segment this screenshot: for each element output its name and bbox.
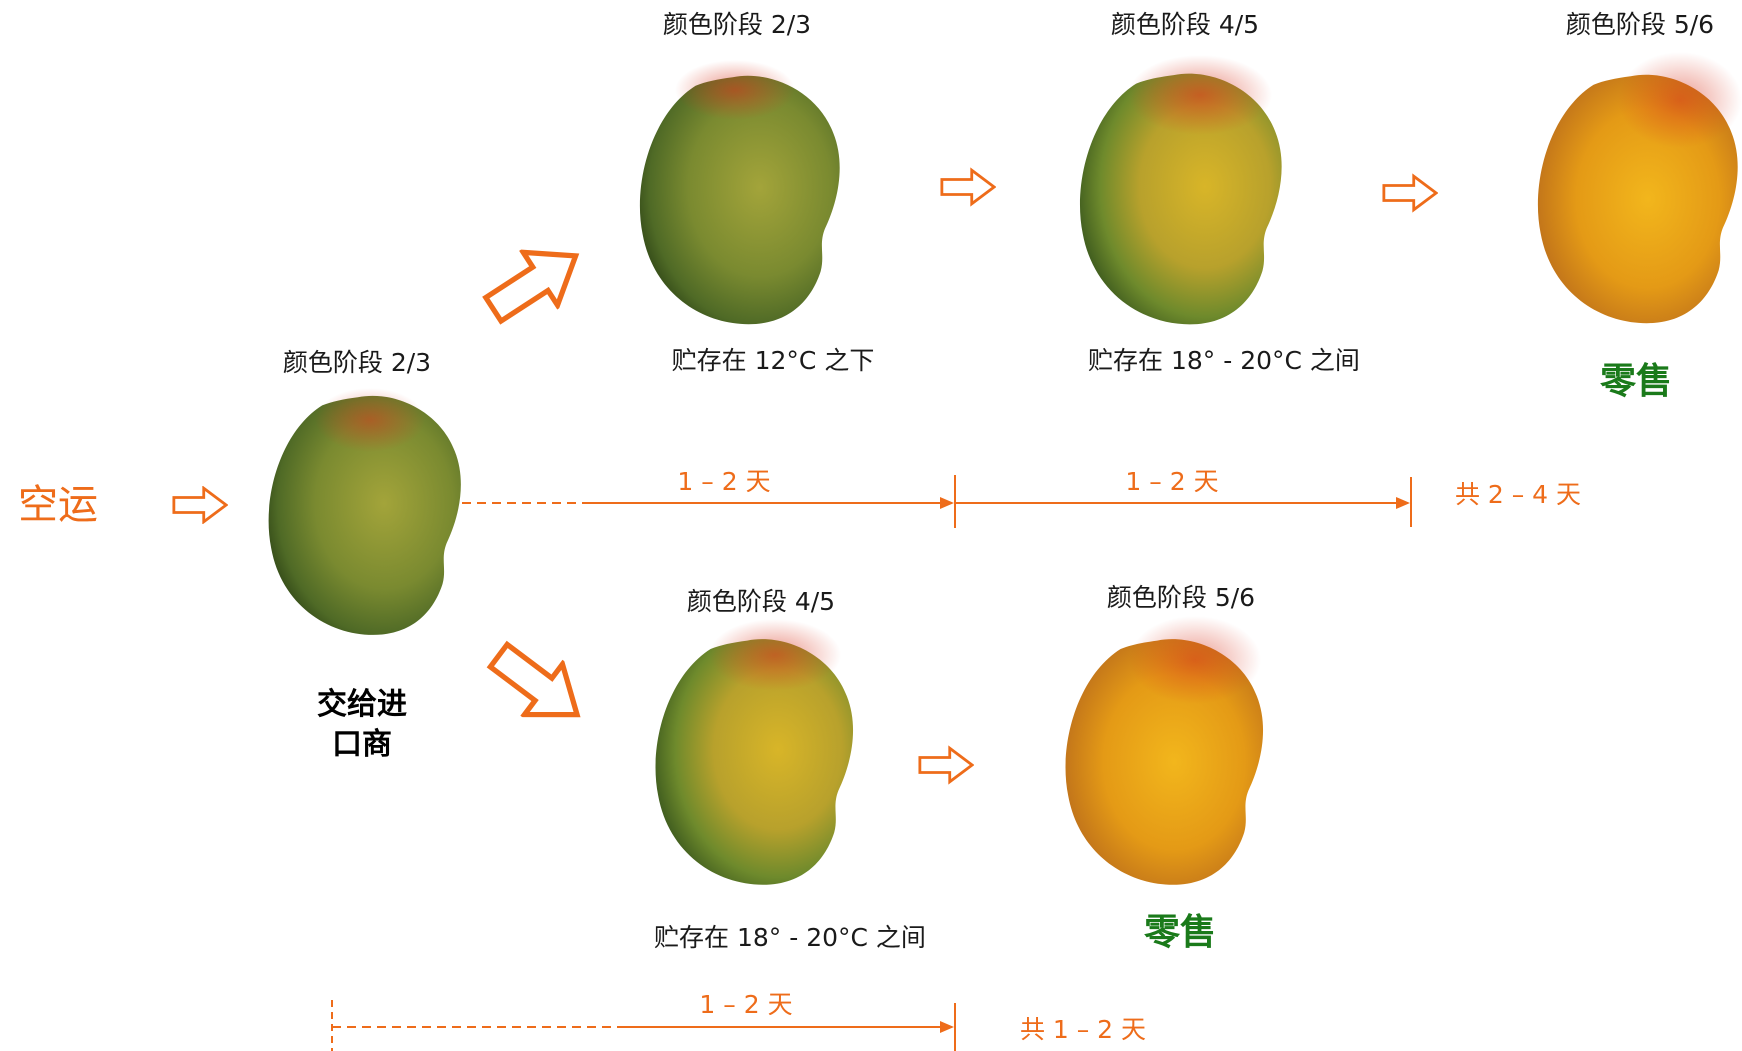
- mango-icon: [655, 619, 854, 885]
- mango-icon: [1079, 55, 1282, 325]
- start-stage-label: 颜色阶段 2/3: [283, 348, 431, 377]
- upper-total-duration-label: 共 2 – 4 天: [1455, 480, 1581, 509]
- arrow-right-icon: [1382, 174, 1438, 212]
- arrow-up-right-icon: [476, 229, 593, 335]
- upper-duration-1-label: 1 – 2 天: [677, 467, 770, 496]
- arrow-right-icon: [940, 168, 996, 206]
- mango-icon: [639, 60, 840, 325]
- lower-retail-label: 零售: [1144, 912, 1216, 953]
- lower-step1-stage-label: 颜色阶段 4/5: [687, 587, 835, 616]
- mango-icon: [1537, 52, 1742, 324]
- air-transport-label: 空运: [18, 482, 98, 528]
- importer-handover-line2: 口商: [332, 727, 392, 762]
- upper-step3-stage-label: 颜色阶段 5/6: [1566, 10, 1714, 39]
- arrow-right-icon: [172, 486, 228, 524]
- upper-step1-stage-label: 颜色阶段 2/3: [663, 10, 811, 39]
- arrow-right-icon: [918, 746, 974, 784]
- arrow-down-right-icon: [480, 630, 596, 739]
- upper-step2-stage-label: 颜色阶段 4/5: [1111, 10, 1259, 39]
- upper-duration-2-label: 1 – 2 天: [1125, 467, 1218, 496]
- upper-step1-storage-label: 贮存在 12°C 之下: [672, 346, 875, 375]
- upper-retail-label: 零售: [1600, 361, 1672, 402]
- mango-icon: [268, 388, 461, 635]
- lower-step2-stage-label: 颜色阶段 5/6: [1107, 583, 1255, 612]
- mango-icon: [1065, 616, 1264, 885]
- lower-step1-storage-label: 贮存在 18° - 20°C 之间: [654, 923, 926, 952]
- lower-total-duration-label: 共 1 – 2 天: [1020, 1015, 1146, 1044]
- upper-step2-storage-label: 贮存在 18° - 20°C 之间: [1088, 346, 1360, 375]
- lower-timeline: [331, 1000, 956, 1051]
- importer-handover-line1: 交给进: [317, 687, 407, 722]
- upper-timeline: [462, 475, 1412, 528]
- lower-duration-1-label: 1 – 2 天: [699, 990, 792, 1019]
